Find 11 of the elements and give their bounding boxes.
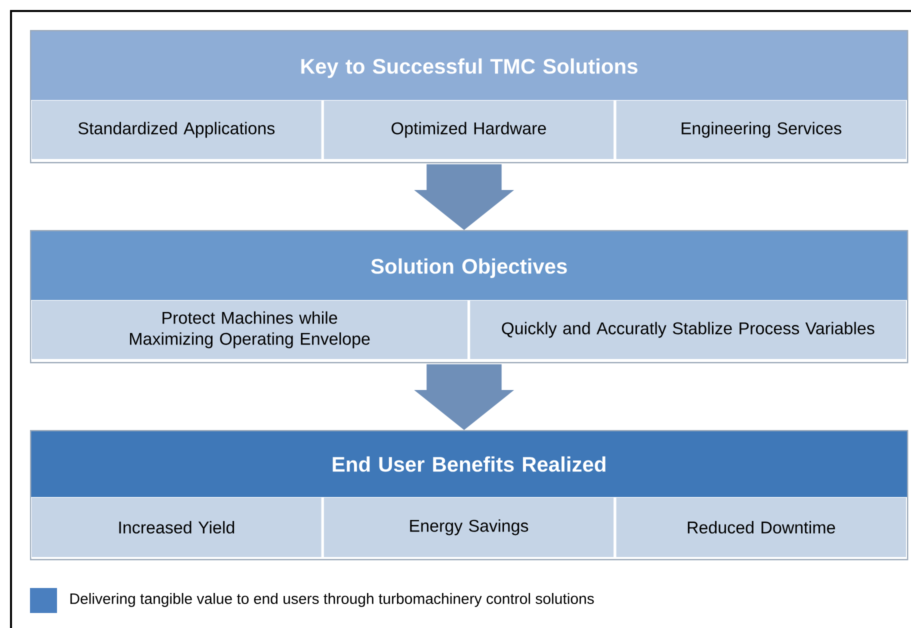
block-arrow [414,364,514,430]
cell-box: Engineering Services [616,100,907,160]
cell-box: Protect Machines while Maximizing Operating Envelope [31,300,468,360]
cell-box: Reduced Downtime [616,497,907,558]
cell-box: Increased Yield [31,497,322,558]
cell-box: Energy Savings [323,497,614,558]
cell-box: Optimized Hardware [323,100,614,160]
legend-text: Delivering tangible value to end users through turbomachinery control solutions [70,593,594,607]
cell-box: Quickly and Accuratly Stablize Process Variables [470,300,907,360]
cell-box: Standardized Applications [31,100,322,160]
block-arrow [414,164,514,230]
